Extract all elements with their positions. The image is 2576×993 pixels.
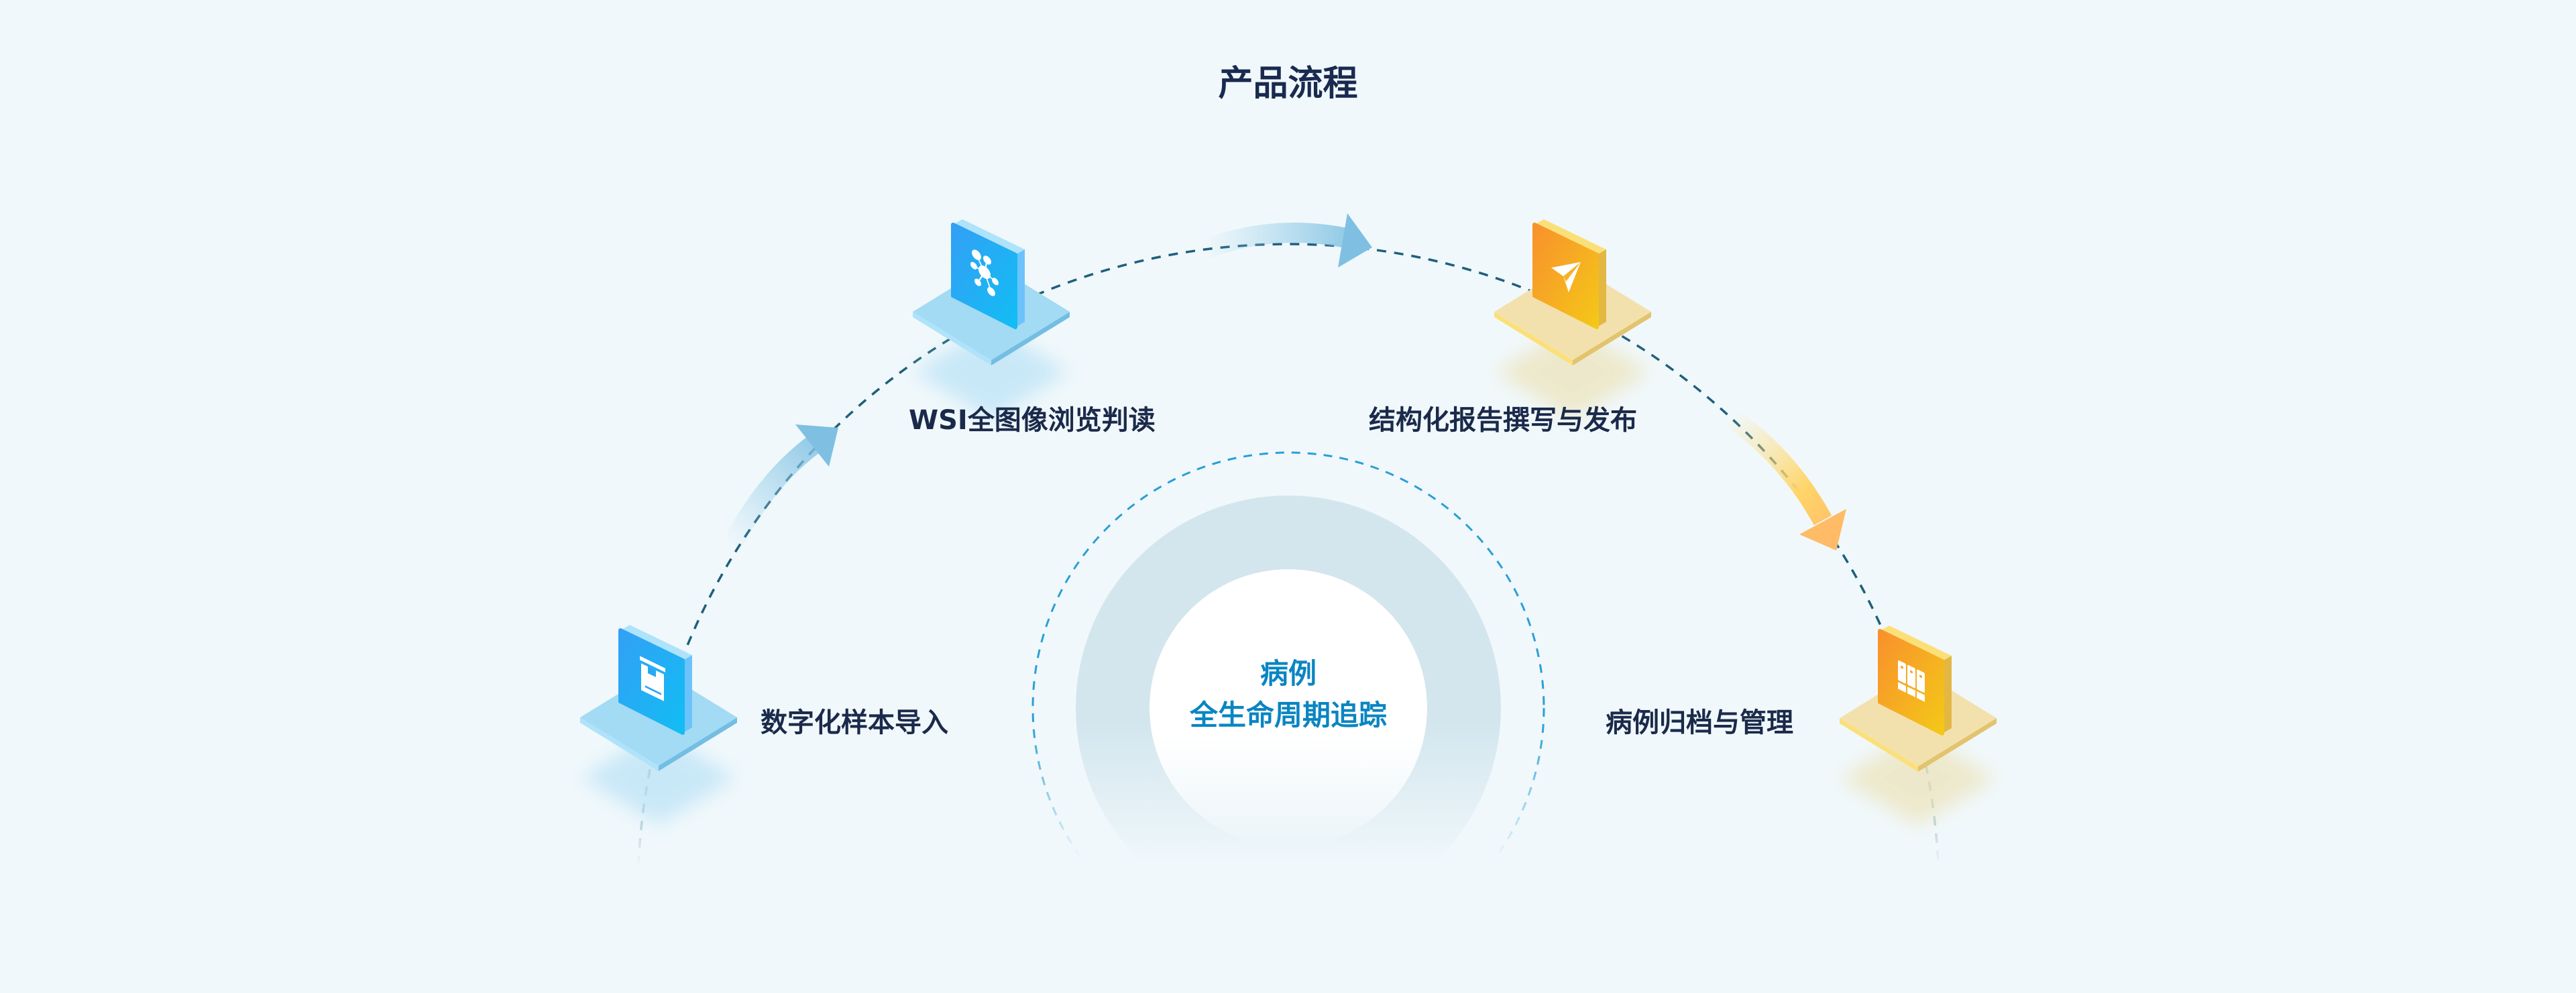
plate-edge <box>580 717 659 771</box>
step-tile-4 <box>1840 626 1997 825</box>
card-side <box>683 655 692 733</box>
process-arc <box>637 243 1940 866</box>
center-title-line2: 全生命周期追踪 <box>1189 699 1387 732</box>
card-top <box>620 625 692 660</box>
outer-dashed-ring <box>1031 451 1545 965</box>
paper-plane-icon <box>1551 261 1581 292</box>
step-tile-3 <box>1494 219 1651 419</box>
arrow-step3-to-step4 <box>1724 408 1846 550</box>
plate-edge <box>991 312 1070 365</box>
card-top <box>1534 219 1606 255</box>
step-label-wsi-reading: WSI全图像浏览判读 <box>909 405 1156 436</box>
plate-edge <box>1573 312 1651 365</box>
plate-edge <box>659 717 737 771</box>
card-side <box>1015 249 1025 327</box>
arrow-step1-to-step2 <box>722 424 838 550</box>
card-side <box>1597 249 1606 327</box>
card-top <box>953 219 1025 255</box>
step-label-report-writing: 结构化报告撰写与发布 <box>1369 405 1637 436</box>
step-label-sample-import: 数字化样本导入 <box>761 707 948 738</box>
center-title-line1: 病例 <box>1259 657 1317 690</box>
molecule-network-icon <box>970 249 999 296</box>
tile-shadow <box>914 325 1068 419</box>
card-top <box>1880 626 1952 661</box>
card-side <box>1942 656 1952 734</box>
plate-edge <box>1918 718 1997 772</box>
step-label-archive: 病例归档与管理 <box>1606 707 1793 738</box>
archive-folders-icon <box>1898 660 1925 702</box>
step-tile-1 <box>580 625 737 825</box>
arrow-step2-to-step3 <box>1201 213 1372 268</box>
tile-shadow <box>1496 325 1650 419</box>
step-tile-2 <box>913 219 1070 419</box>
plate-edge <box>913 312 991 365</box>
plate-edge <box>1494 312 1573 365</box>
page-title: 产品流程 <box>1218 64 1358 104</box>
plate-edge <box>1840 718 1918 772</box>
tile-shadow <box>581 731 736 825</box>
center-circle <box>1150 569 1427 847</box>
tile-shadow <box>1841 732 1995 825</box>
scanner-box-icon <box>640 656 665 701</box>
